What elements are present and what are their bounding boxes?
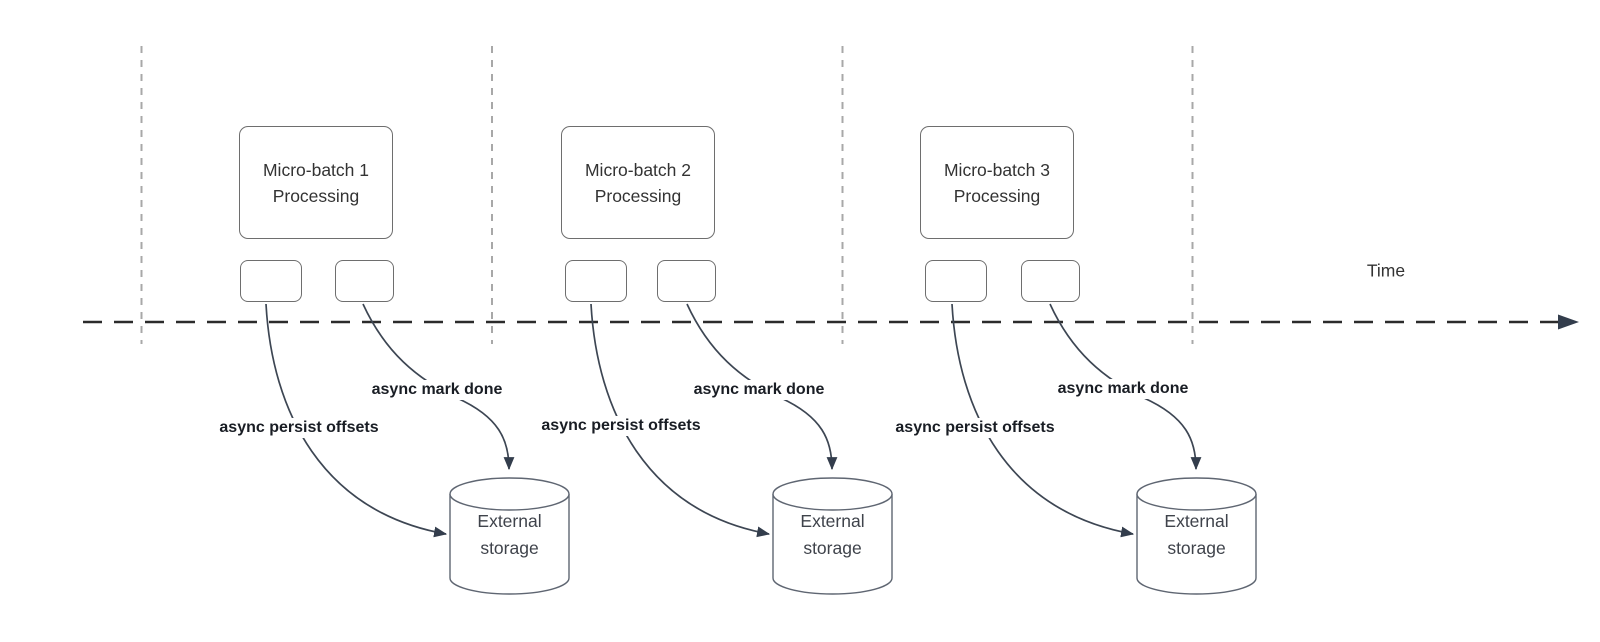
mark-done-label-1: async mark done [368,380,506,400]
persist-offsets-label-2: async persist offsets [538,416,704,436]
time-axis-arrowhead-icon [1558,314,1579,330]
micro-batch-2-task-box-left [565,260,627,302]
persist-offsets-arrow-2 [590,303,771,538]
storage-cylinder-top-3 [1136,477,1257,511]
external-storage-label-2: External storage [800,511,865,558]
storage-cylinder-top-2 [772,477,893,511]
external-storage-label-3: External storage [1164,511,1229,558]
micro-batch-3-task-box-right [1021,260,1080,302]
micro-batch-1-task-box-right [335,260,394,302]
micro-batch-2-task-box-right [657,260,716,302]
external-storage-label-1: External storage [477,511,542,558]
mark-done-label-3: async mark done [1054,379,1192,399]
storage-cylinder-body-2 [772,494,893,595]
storage-cylinder-body-1 [449,494,570,595]
micro-batch-3-task-box-left [925,260,987,302]
micro-batch-1-processing-box: Micro-batch 1 Processing [239,126,393,239]
time-axis-label: Time [1366,260,1406,281]
micro-batch-2-processing-box: Micro-batch 2 Processing [561,126,715,239]
persist-offsets-arrow-3 [951,303,1135,538]
micro-batch-3-processing-box: Micro-batch 3 Processing [920,126,1074,239]
micro-batch-1-task-box-left [240,260,302,302]
mark-done-label-2: async mark done [690,380,828,400]
storage-cylinder-top-1 [449,477,570,511]
persist-offsets-label-1: async persist offsets [216,418,382,438]
storage-cylinder-body-3 [1136,494,1257,595]
persist-offsets-label-3: async persist offsets [892,418,1058,438]
persist-offsets-arrow-1 [265,303,448,538]
